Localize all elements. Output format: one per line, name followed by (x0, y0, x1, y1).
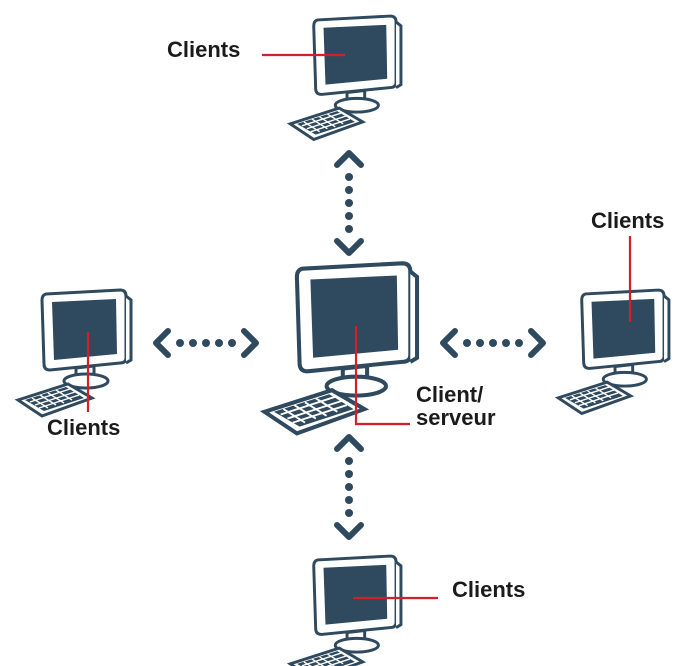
arrow-top (337, 153, 361, 253)
computer-icon-right (556, 288, 671, 415)
computer-icon-top (288, 14, 403, 141)
computer-icon-left (16, 288, 133, 418)
label-left-clients: Clients (47, 415, 121, 440)
label-server-line1: Client/ (416, 382, 484, 407)
leader-lines (86, 53, 632, 600)
arrow-right (443, 331, 543, 355)
arrow-left (156, 331, 256, 355)
label-top-clients: Clients (167, 37, 241, 62)
computer-icon-server (265, 263, 418, 433)
leader-line-center (354, 326, 410, 426)
label-server-line2: serveur (416, 405, 496, 430)
label-bottom-clients: Clients (452, 577, 526, 602)
computer-icon-bottom (288, 554, 403, 666)
label-right-clients: Clients (591, 208, 665, 233)
arrow-bottom (337, 437, 361, 537)
